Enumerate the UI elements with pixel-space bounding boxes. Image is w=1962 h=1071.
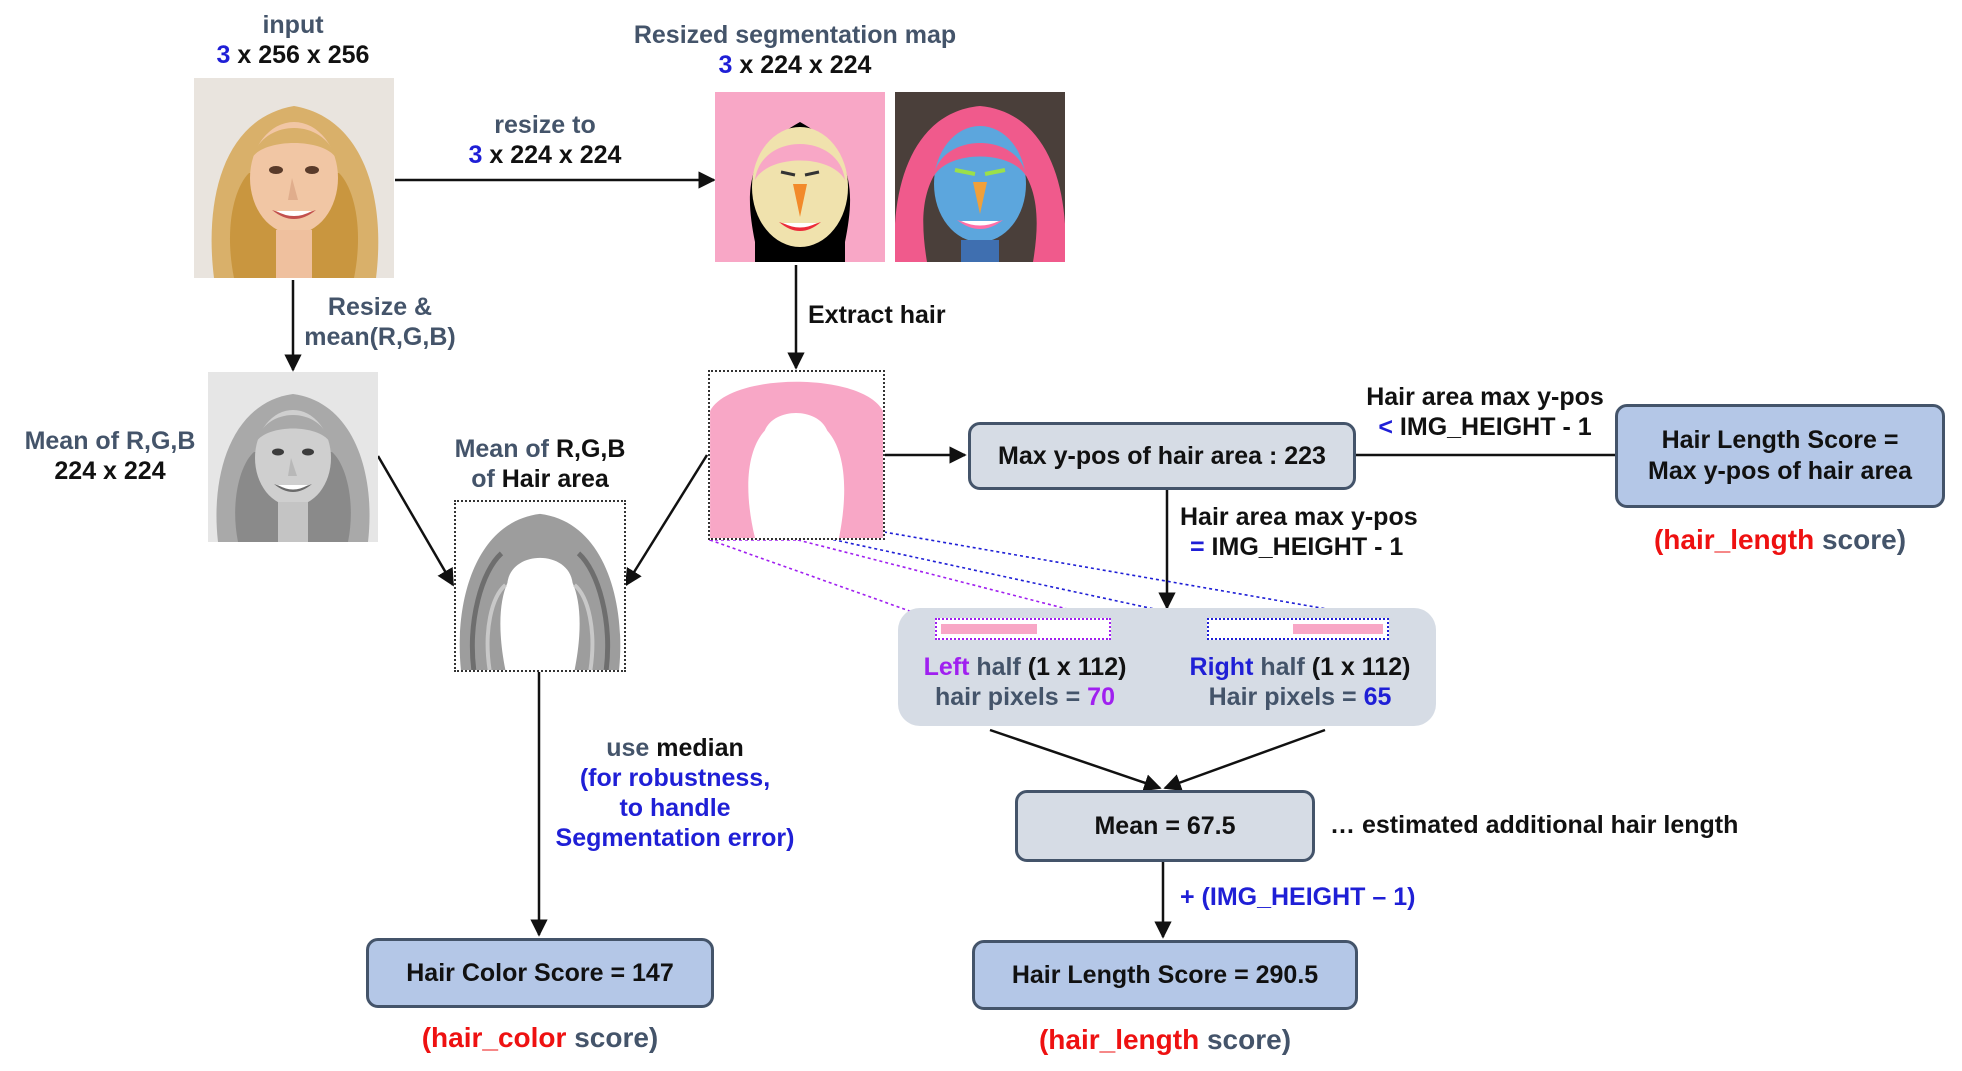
use-median-use: use bbox=[606, 734, 657, 762]
left-half-word: Left bbox=[923, 653, 970, 681]
right-half-hair-fill bbox=[1293, 624, 1383, 634]
use-median-line1: use median bbox=[540, 733, 810, 764]
arrow-left-to-mean bbox=[989, 728, 1162, 792]
length-caption-open: ( bbox=[1038, 1024, 1049, 1055]
left-half-half: half bbox=[969, 653, 1021, 681]
mean-hair-label-2a: of bbox=[471, 465, 502, 493]
cond-less-line2: < IMG_HEIGHT - 1 bbox=[1340, 412, 1630, 443]
use-median-line2: (for robustness, bbox=[579, 764, 771, 792]
resize-to-channels: 3 bbox=[468, 141, 483, 169]
hair-color-score-text: Hair Color Score = 147 bbox=[406, 958, 674, 987]
resize-mean-label-2: mean(R,G,B) bbox=[304, 323, 456, 351]
use-median-line3: to handle bbox=[619, 794, 731, 822]
max-ypos-text: Max y-pos of hair area : 223 bbox=[998, 441, 1326, 470]
top-caption-name: hair_length bbox=[1663, 524, 1815, 555]
right-half-pixels-value: 65 bbox=[1363, 683, 1392, 711]
left-half-hair-fill bbox=[941, 624, 1037, 634]
mean-hair-label-1: Mean of R,G,B bbox=[430, 434, 650, 465]
input-dims-channels: 3 bbox=[216, 41, 231, 69]
use-median-median: median bbox=[656, 734, 744, 762]
length-caption-name: hair_length bbox=[1048, 1024, 1200, 1055]
arrow-right-to-mean bbox=[1163, 728, 1326, 791]
cond-less-rest: IMG_HEIGHT - 1 bbox=[1392, 413, 1592, 441]
cond-equal-line2: = IMG_HEIGHT - 1 bbox=[1190, 532, 1470, 563]
top-score-line2: Max y-pos of hair area bbox=[1648, 457, 1912, 485]
hair-color-score-box: Hair Color Score = 147 bbox=[366, 938, 714, 1008]
segmentation-title: Resized segmentation map bbox=[633, 21, 957, 49]
extract-hair-label: Extract hair bbox=[808, 301, 946, 329]
use-median-line4: Segmentation error) bbox=[555, 824, 795, 852]
segmentation-map-image bbox=[715, 92, 885, 262]
mean-hair-label-2: of Hair area bbox=[430, 464, 650, 495]
segmentation-channels: 3 bbox=[718, 51, 733, 79]
mean-hair-label-1b: R,G,B bbox=[555, 435, 626, 463]
hair-length-score-box: Hair Length Score = 290.5 bbox=[972, 940, 1358, 1010]
grayscale-face-image bbox=[208, 372, 378, 542]
length-caption-rest: score) bbox=[1199, 1024, 1292, 1055]
right-half-half: half bbox=[1253, 653, 1305, 681]
top-score-line1: Hair Length Score = bbox=[1661, 426, 1899, 454]
resize-mean-label-1: Resize & bbox=[327, 293, 433, 321]
right-half-word: Right bbox=[1189, 653, 1254, 681]
cond-equal-rest: IMG_HEIGHT - 1 bbox=[1204, 533, 1404, 561]
segmentation-dims-rest: x 224 x 224 bbox=[732, 51, 872, 79]
top-score-caption: (hair_length score) bbox=[1620, 524, 1940, 555]
mean-box: Mean = 67.5 bbox=[1015, 790, 1315, 862]
cond-less-op: < bbox=[1378, 413, 1393, 441]
color-caption-name: hair_color bbox=[431, 1022, 567, 1053]
mean-rgb-label-2: 224 x 224 bbox=[54, 457, 166, 485]
resize-to-dims-rest: x 224 x 224 bbox=[482, 141, 622, 169]
resize-to-label: resize to bbox=[494, 111, 596, 139]
hair-gray-image bbox=[454, 500, 626, 672]
right-half-pixels-label: Hair pixels = bbox=[1208, 683, 1364, 711]
input-dims: 3 x 256 x 256 bbox=[193, 40, 393, 71]
color-caption-open: ( bbox=[421, 1022, 432, 1053]
left-half-dims: (1 x 112) bbox=[1020, 653, 1127, 681]
color-caption-rest: score) bbox=[566, 1022, 659, 1053]
right-half-strip bbox=[1207, 618, 1389, 640]
left-half-pixels-label: hair pixels = bbox=[935, 683, 1088, 711]
cond-equal-line1: Hair area max y-pos bbox=[1180, 503, 1418, 531]
top-caption-open: ( bbox=[1653, 524, 1664, 555]
resize-to-dims: 3 x 224 x 224 bbox=[445, 140, 645, 171]
input-title: input bbox=[262, 11, 324, 39]
mean-hair-label-2b: Hair area bbox=[501, 465, 609, 493]
input-dims-rest: x 256 x 256 bbox=[230, 41, 370, 69]
zoom-line-left-a bbox=[709, 539, 936, 621]
right-half-pixels: Hair pixels = 65 bbox=[1175, 682, 1425, 713]
plus-height-label: + (IMG_HEIGHT – 1) bbox=[1180, 883, 1416, 911]
top-hair-length-score-box: Hair Length Score = Max y-pos of hair ar… bbox=[1615, 404, 1945, 508]
max-ypos-box: Max y-pos of hair area : 223 bbox=[968, 422, 1356, 490]
hair-length-caption: (hair_length score) bbox=[972, 1024, 1358, 1055]
mean-text: Mean = 67.5 bbox=[1094, 811, 1236, 840]
cond-equal-op: = bbox=[1190, 533, 1205, 561]
left-half-strip bbox=[935, 618, 1111, 640]
cond-less-line1: Hair area max y-pos bbox=[1366, 383, 1604, 411]
hair-mask-image bbox=[708, 370, 885, 540]
hair-length-score-text: Hair Length Score = 290.5 bbox=[1011, 960, 1319, 989]
mean-rgb-label-1: Mean of R,G,B bbox=[24, 427, 196, 455]
input-face-photo bbox=[194, 78, 394, 278]
left-half-pixels: hair pixels = 70 bbox=[905, 682, 1145, 713]
hair-color-caption: (hair_color score) bbox=[366, 1022, 714, 1053]
mean-note: … estimated additional hair length bbox=[1330, 811, 1739, 839]
right-half-title: Right half (1 x 112) bbox=[1175, 652, 1425, 683]
left-half-title: Left half (1 x 112) bbox=[905, 652, 1145, 683]
top-caption-rest: score) bbox=[1814, 524, 1907, 555]
zoom-line-right-a bbox=[797, 531, 1206, 621]
left-half-pixels-value: 70 bbox=[1087, 683, 1115, 711]
segmentation-overlay-image bbox=[895, 92, 1065, 262]
mean-hair-label-1a: Mean of bbox=[454, 435, 556, 463]
segmentation-dims: 3 x 224 x 224 bbox=[695, 50, 895, 81]
right-half-dims: (1 x 112) bbox=[1304, 653, 1411, 681]
